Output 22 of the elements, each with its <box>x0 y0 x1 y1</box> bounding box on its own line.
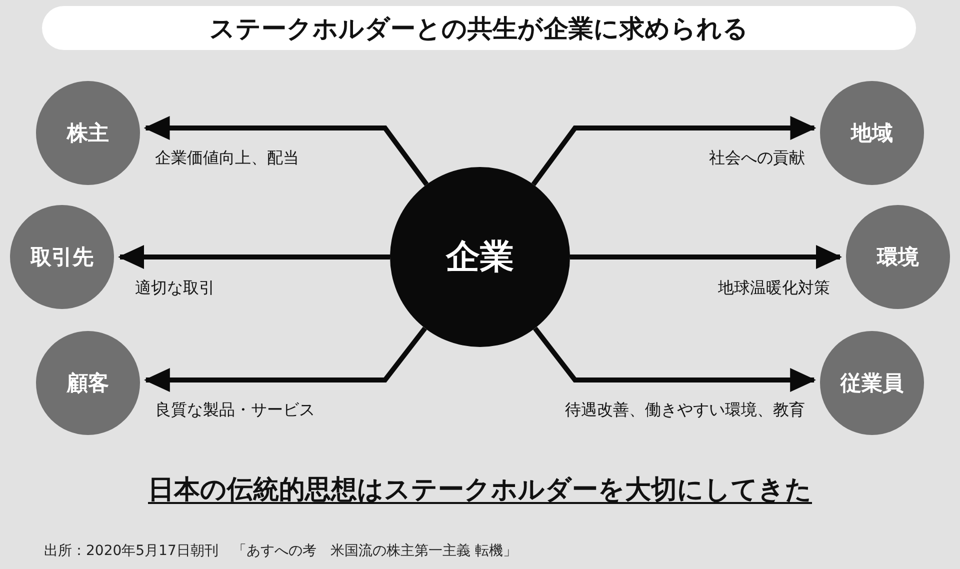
edge-label: 適切な取引 <box>135 278 215 299</box>
arrow <box>144 326 427 392</box>
edge-label: 社会への貢献 <box>709 148 805 169</box>
subtitle: 日本の伝統的思想はステークホルダーを大切にしてきた <box>148 475 812 505</box>
source-note: 出所：2020年5月17日朝刊 「あすへの考 米国流の株主第一主義 転機」 <box>44 542 517 560</box>
arrow <box>144 116 429 186</box>
stakeholder-circle: 取引先 <box>10 205 114 309</box>
edge-label: 良質な製品・サービス <box>155 400 315 421</box>
stakeholder-circle: 従業員 <box>820 331 924 435</box>
arrow <box>531 116 816 186</box>
stakeholder-circle: 顧客 <box>36 331 140 435</box>
edge-label: 企業価値向上、配当 <box>155 148 299 169</box>
edge-label: 地球温暖化対策 <box>718 278 830 299</box>
stakeholder-circle: 株主 <box>36 81 140 185</box>
stakeholder-circle: 地域 <box>820 81 924 185</box>
edge-label: 待遇改善、働きやすい環境、教育 <box>565 400 805 421</box>
arrow <box>533 326 816 392</box>
stakeholder-circle: 環境 <box>846 205 950 309</box>
arrow <box>118 245 390 269</box>
arrow <box>570 245 842 269</box>
title-banner: ステークホルダーとの共生が企業に求められる <box>42 6 916 50</box>
center-circle: 企業 <box>390 167 570 347</box>
